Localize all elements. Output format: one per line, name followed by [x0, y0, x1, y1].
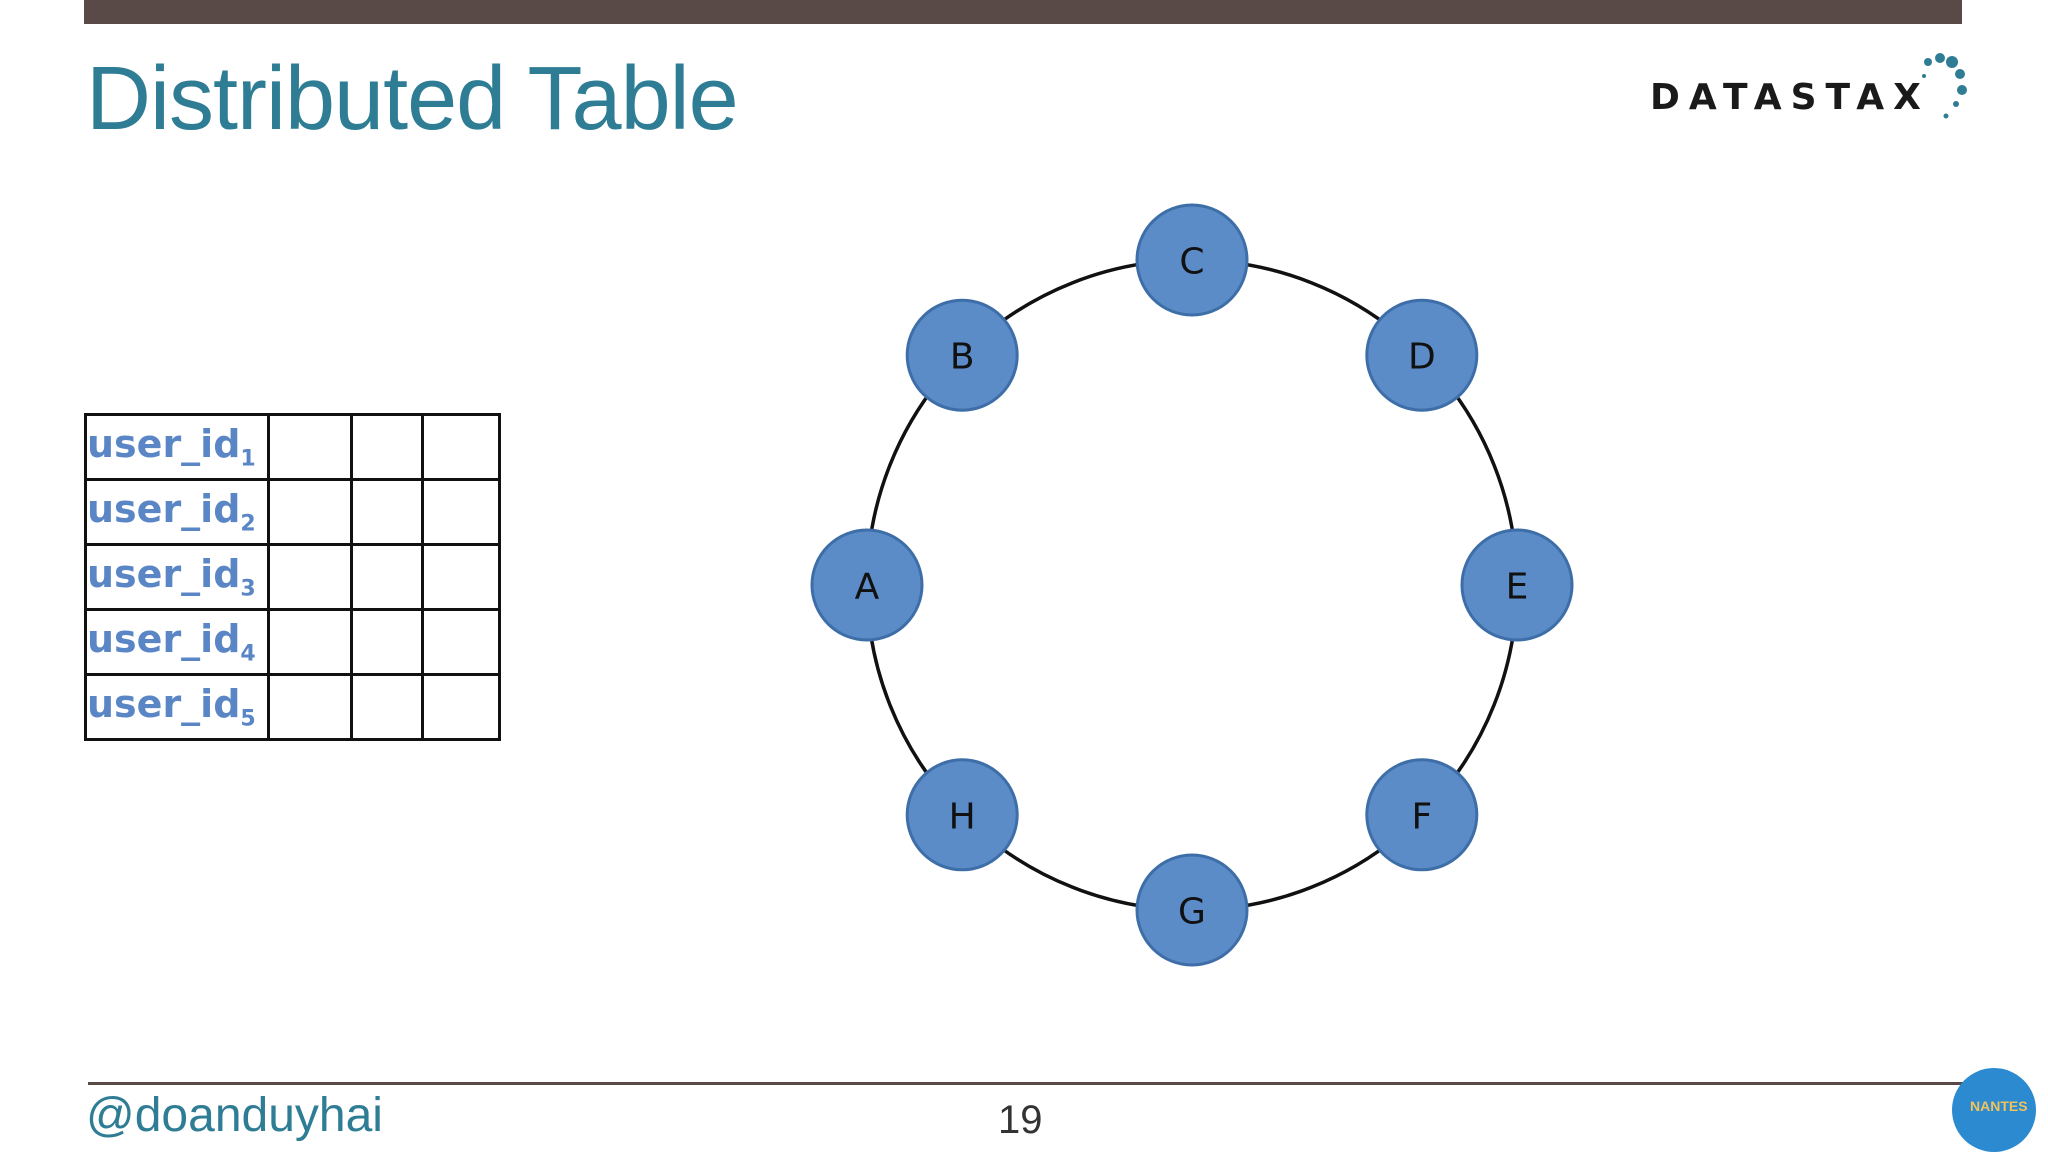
ring-node-c — [1135, 203, 1249, 317]
table-row: user_id2 — [84, 478, 501, 546]
ring-node-label: F — [1411, 796, 1432, 837]
datastax-logo: DATASTAX — [1650, 50, 1972, 126]
ring-node-label: B — [950, 337, 975, 378]
ring-node-label: E — [1506, 567, 1529, 608]
row-key-subscript: 4 — [240, 641, 256, 667]
row-key-label: user_id — [87, 617, 241, 662]
empty-cell — [350, 413, 424, 481]
table-row: user_id3 — [84, 543, 501, 611]
empty-cell — [421, 543, 501, 611]
ring-node-h — [905, 758, 1019, 872]
ring-node-e — [1460, 528, 1574, 642]
row-key-cell: user_id4 — [84, 608, 270, 676]
ring-node-d — [1365, 298, 1479, 412]
table-row: user_id1 — [84, 413, 501, 481]
empty-cell — [350, 608, 424, 676]
empty-cell — [350, 478, 424, 546]
empty-cell — [267, 543, 353, 611]
ring-node-label: H — [949, 796, 976, 837]
page-number: 19 — [998, 1098, 1043, 1142]
row-key-cell: user_id5 — [84, 673, 270, 741]
row-key-subscript: 2 — [240, 511, 256, 537]
table-row: user_id4 — [84, 608, 501, 676]
ring-node-b — [905, 298, 1019, 412]
empty-cell — [421, 608, 501, 676]
ring-node-label: G — [1178, 892, 1206, 933]
badge-text: NANTES — [1970, 1098, 2028, 1114]
ring-node-label: A — [855, 567, 880, 608]
empty-cell — [267, 673, 353, 741]
top-bar — [84, 0, 1962, 24]
row-key-cell: user_id1 — [84, 413, 270, 481]
row-key-cell: user_id2 — [84, 478, 270, 546]
empty-cell — [350, 543, 424, 611]
empty-cell — [421, 413, 501, 481]
row-key-subscript: 1 — [240, 446, 256, 472]
empty-cell — [350, 673, 424, 741]
twitter-handle: @doanduyhai — [86, 1089, 383, 1142]
logo-dots-icon — [1922, 53, 1967, 119]
empty-cell — [421, 478, 501, 546]
row-key-label: user_id — [87, 422, 241, 467]
ring-node-f — [1365, 758, 1479, 872]
slide-title: Distributed Table — [86, 49, 739, 149]
empty-cell — [267, 478, 353, 546]
row-key-cell: user_id3 — [84, 543, 270, 611]
empty-cell — [267, 413, 353, 481]
empty-cell — [421, 673, 501, 741]
row-key-label: user_id — [87, 682, 241, 727]
empty-cell — [267, 608, 353, 676]
row-key-label: user_id — [87, 487, 241, 532]
row-key-subscript: 3 — [240, 576, 256, 602]
row-key-label: user_id — [87, 552, 241, 597]
ring-node-label: D — [1408, 337, 1436, 378]
ring-node-a — [810, 528, 924, 642]
ring-node-g — [1135, 853, 1249, 967]
nantes-badge-logo: NANTES — [1952, 1068, 2036, 1152]
table-row: user_id5 — [84, 673, 501, 741]
footer-line — [88, 1082, 1964, 1085]
ring-node-label: C — [1179, 242, 1204, 283]
logo-text: DATASTAX — [1650, 77, 1930, 118]
row-key-subscript: 5 — [240, 706, 256, 732]
